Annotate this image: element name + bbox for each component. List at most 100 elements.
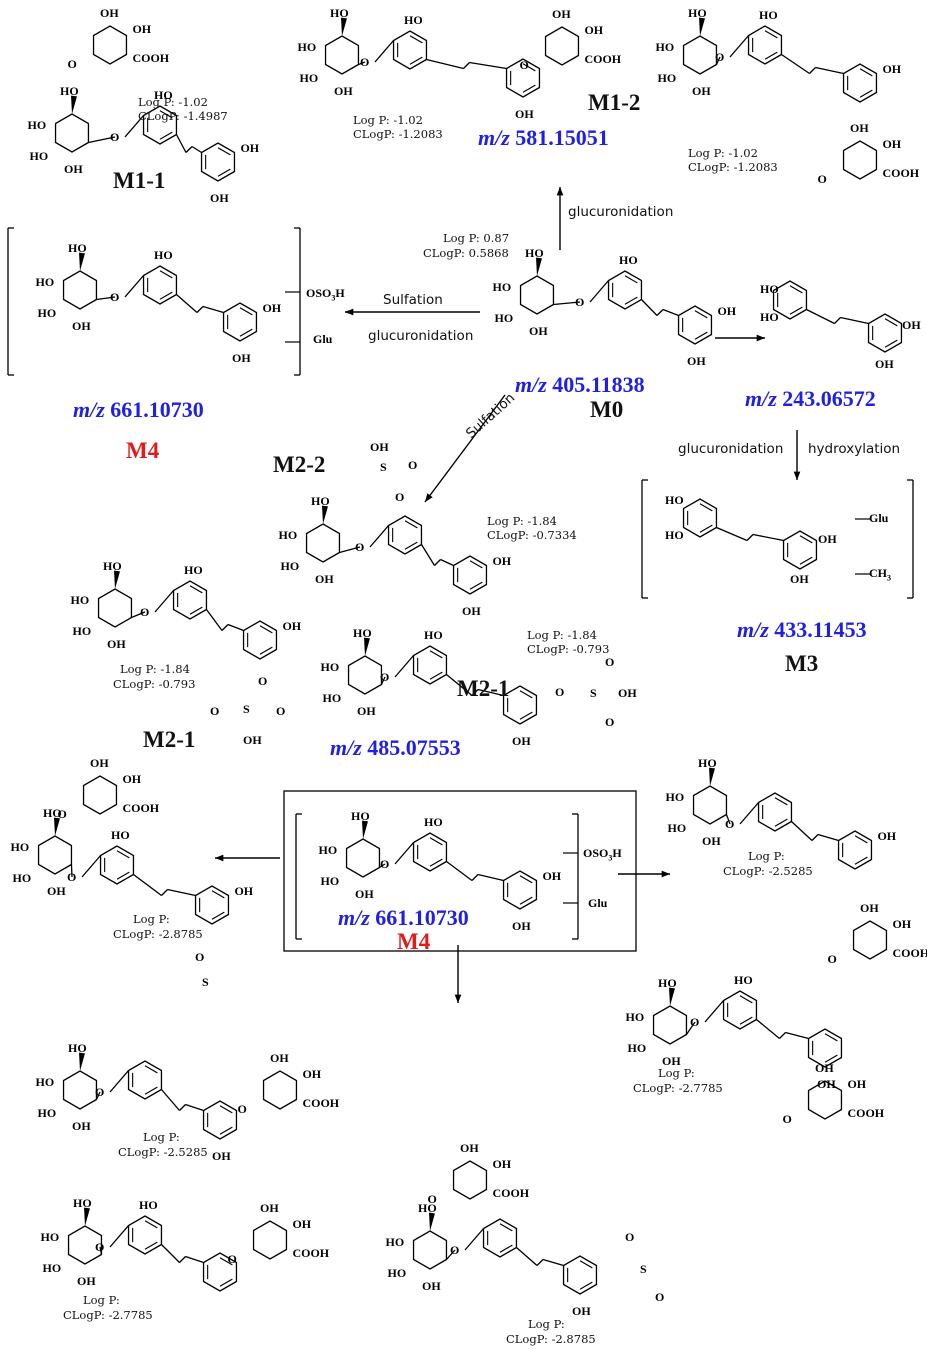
ch3-label-m3: CH3 <box>869 566 891 583</box>
atom-oh: OH <box>515 107 534 121</box>
glucuronide-ring-m1-1 <box>92 25 128 65</box>
resorcinol-ring <box>242 620 278 660</box>
ether-bond <box>394 842 415 865</box>
atom-ho: HO <box>688 6 707 20</box>
aromatic-bond <box>409 56 423 65</box>
resorcinol-ring <box>202 1100 238 1140</box>
atom-ho: HO <box>184 563 203 577</box>
clogp-m4-bl1: CLogP: -2.5285 <box>118 1145 208 1159</box>
aromatic-bond <box>116 850 130 859</box>
atom-oh: OH <box>818 532 837 546</box>
ether-bond <box>445 1249 456 1260</box>
atom-o: O <box>625 1230 635 1244</box>
aromatic-bond <box>579 1260 593 1269</box>
vinyl-bond <box>160 1089 180 1111</box>
aromatic-bond <box>739 995 753 1004</box>
aromatic-bond <box>519 711 533 720</box>
atom-ho: HO <box>492 279 512 294</box>
ether-bond <box>685 1021 696 1035</box>
catechol-ring <box>99 845 135 885</box>
atom-oh: OH <box>492 1156 512 1171</box>
aromatic-bond <box>884 318 898 327</box>
atom-ho: HO <box>627 1040 647 1055</box>
atom-oh: OH <box>240 140 260 155</box>
atom-oh: OH <box>282 618 302 633</box>
atom-oh: OH <box>882 136 902 151</box>
ether-bond <box>88 136 116 144</box>
atom-ho: HO <box>280 558 300 573</box>
atom-oh: OH <box>90 756 109 770</box>
aromatic-bond <box>624 275 638 284</box>
atom-oh: OH <box>618 686 637 700</box>
atom-ho: HO <box>299 70 319 85</box>
vinyl-bond <box>640 299 658 316</box>
ether-bond <box>725 814 731 825</box>
vinyl-bond <box>227 623 244 632</box>
ether-bond <box>380 676 386 685</box>
atom-cooh: COOH <box>492 1185 530 1200</box>
vinyl-bond <box>516 1247 538 1266</box>
atom-oh: OH <box>460 1141 479 1155</box>
cyclohexane-ring <box>324 35 360 75</box>
vinyl-bond <box>811 834 819 841</box>
vinyl-bond <box>662 308 679 317</box>
aromatic-bond <box>699 503 713 512</box>
atom-ho: HO <box>759 8 778 22</box>
atom-cooh: COOH <box>892 945 927 960</box>
wedge-bond <box>341 17 347 36</box>
atom-ho: HO <box>73 1196 92 1210</box>
aromatic-bond <box>259 646 273 655</box>
vinyl-bond <box>205 609 223 631</box>
atom-oh: OH <box>815 1061 834 1075</box>
catechol-ring <box>172 580 208 620</box>
atom-ho: HO <box>297 39 317 54</box>
catechol-ring <box>482 1218 518 1258</box>
ether-bond <box>369 525 390 548</box>
catechol-ring <box>127 1060 163 1100</box>
logp-m2-2: Log P: -1.84 <box>487 514 557 528</box>
mz-m2-1b: m/z 485.07553 <box>330 735 461 760</box>
arrow-sulfation <box>424 394 506 503</box>
atom-o: O <box>450 1243 460 1257</box>
aromatic-bond <box>579 1281 593 1290</box>
mz-m4-top: m/z 661.10730 <box>73 397 204 422</box>
vinyl-bond <box>815 66 844 75</box>
cyclohexane-ring <box>54 113 90 153</box>
mz-m1-2: m/z 581.15051 <box>478 125 609 150</box>
vinyl-bond <box>806 308 835 325</box>
glucuronide-ring-m4-bl1 <box>262 1070 298 1110</box>
wedge-bond <box>71 95 77 114</box>
wedge-bond <box>54 817 60 836</box>
resorcinol-ring <box>194 885 230 925</box>
catechol-ring <box>757 792 793 832</box>
clogp-m2-2: CLogP: -0.7334 <box>487 528 577 542</box>
atom-o: O <box>95 1240 105 1254</box>
catechol-ring <box>142 265 178 305</box>
atom-ho: HO <box>330 6 349 20</box>
wedge-bond <box>322 505 328 524</box>
atom-oh: OH <box>492 553 512 568</box>
arrow-head <box>454 994 462 1003</box>
atom-ho: HO <box>139 1198 158 1212</box>
wedge-bond <box>79 1052 85 1071</box>
catechol-ring <box>127 1215 163 1255</box>
aromatic-bond <box>409 35 423 44</box>
aromatic-bond <box>499 1244 513 1253</box>
atom-cooh: COOH <box>584 51 622 66</box>
m3-catechol <box>682 498 718 538</box>
resorcinol-ring <box>562 1255 598 1295</box>
aromatic-bond <box>159 291 173 300</box>
aromatic-bond <box>211 890 225 899</box>
vinyl-bond <box>477 688 504 697</box>
aromatic-bond <box>217 168 231 177</box>
logp-m4-bl2: Log P: <box>83 1293 120 1307</box>
catechol-ring <box>392 30 428 70</box>
aromatic-bond <box>159 131 173 140</box>
mz-m3: m/z 433.11453 <box>737 617 867 642</box>
atom-oh: OH <box>850 121 869 135</box>
resorcinol-ring <box>842 63 878 103</box>
catechol-ring <box>722 990 758 1030</box>
aromatic-bond <box>694 331 708 340</box>
aromatic-bond <box>429 837 443 846</box>
atom-oh: OH <box>817 1077 836 1091</box>
